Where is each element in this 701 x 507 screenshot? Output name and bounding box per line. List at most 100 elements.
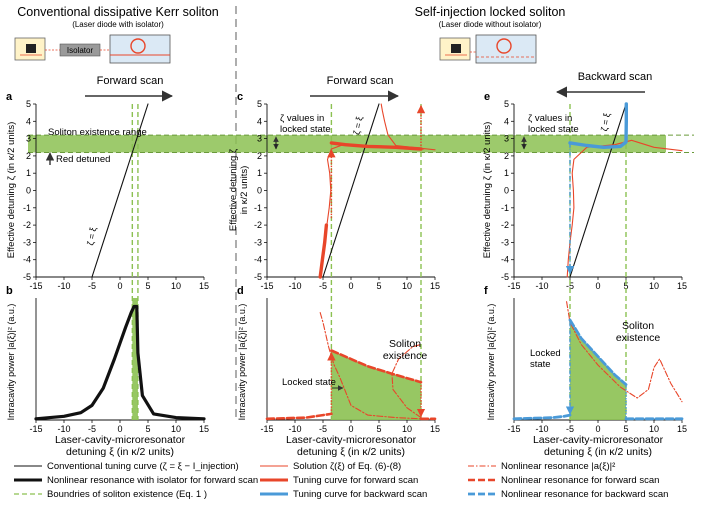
y-tick-label: 0	[26, 186, 31, 196]
y-tick-label: -3	[23, 237, 31, 247]
right-title: Self-injection locked soliton	[415, 5, 566, 19]
panel-letter-f: f	[484, 285, 488, 297]
y-tick-label: 5	[26, 99, 31, 109]
x-tick-label: -15	[29, 281, 42, 291]
ylabel-f: Intracavity power |a(ξ)|² (a.u.)	[486, 304, 496, 421]
x-tick-label: 15	[430, 424, 440, 434]
y-tick-label: -2	[23, 220, 31, 230]
x-tick-label: -15	[507, 424, 520, 434]
series-c-4	[329, 141, 423, 151]
red-detuned-label: Red detuned	[56, 154, 110, 165]
left-subtitle: (Laser diode with isolator)	[72, 20, 164, 29]
xlabel-d-1: Laser-cavity-microresonator	[286, 434, 417, 446]
zeta-locked-e-2: locked state	[528, 124, 579, 135]
x-tick-label: -10	[288, 281, 301, 291]
locked-state-f-1: Locked	[530, 348, 561, 359]
y-tick-label: -1	[23, 203, 31, 213]
right-subtitle: (Laser diode without isolator)	[439, 20, 542, 29]
series-d-2	[265, 412, 333, 421]
soliton-existence-fill	[331, 350, 421, 420]
panel-letter-e: e	[484, 91, 490, 103]
soliton-existence-f-1: Soliton	[622, 320, 654, 332]
scan-label-e: Backward scan	[578, 71, 653, 83]
y-tick-label: 3	[26, 134, 31, 144]
panel-f: -15 -10 -5 0 5 10 15 f	[484, 280, 687, 434]
x-tick-label: -5	[566, 424, 574, 434]
series-c-0	[322, 103, 380, 278]
x-tick-label: 15	[677, 281, 687, 291]
legend-label-1: Nonlinear resonance with isolator for fo…	[47, 475, 258, 486]
y-tick-label: 3	[504, 134, 509, 144]
xlabel-f-1: Laser-cavity-microresonator	[533, 434, 664, 446]
x-tick-label: -5	[88, 424, 96, 434]
series-a-0	[91, 103, 149, 278]
x-tick-label: -5	[319, 281, 327, 291]
x-tick-label: 10	[402, 281, 412, 291]
legend-label-0: Conventional tuning curve (ζ = ξ − I_inj…	[47, 461, 239, 472]
locked-state-d: Locked state	[282, 377, 336, 388]
x-tick-label: 10	[649, 281, 659, 291]
schematic-with-isolator: Isolator	[14, 34, 171, 64]
xlabel-b-2: detuning ξ (in κ/2 units)	[66, 446, 174, 458]
xlabel-f-2: detuning ξ (in κ/2 units)	[544, 446, 652, 458]
x-tick-label: 15	[677, 424, 687, 434]
x-tick-label: -15	[260, 424, 273, 434]
x-tick-label: -15	[507, 281, 520, 291]
legend-label-8: Nonlinear resonance for backward scan	[501, 489, 668, 500]
series-d-0	[319, 312, 422, 420]
y-tick-label: -4	[501, 255, 509, 265]
series-c-1	[319, 143, 425, 278]
legend: Conventional tuning curve (ζ = ξ − I_inj…	[14, 461, 668, 500]
y-tick-label: -3	[254, 237, 262, 247]
y-tick-label: -3	[501, 237, 509, 247]
ylabel-d: Intracavity power |a(ξ)|² (a.u.)	[237, 304, 247, 421]
y-tick-label: 4	[26, 116, 31, 126]
xlabel-d-2: detuning ξ (in κ/2 units)	[297, 446, 405, 458]
x-tick-label: 5	[376, 281, 381, 291]
series-d-1	[391, 343, 422, 419]
soliton-range-label: Soliton existence range	[48, 127, 147, 138]
series-f-1	[512, 413, 572, 421]
panel-letter-b: b	[6, 285, 13, 297]
y-tick-label: 0	[257, 186, 262, 196]
x-tick-label: -5	[319, 424, 327, 434]
panel-d: -15 -10 -5 0 5 10 15 d	[237, 280, 440, 434]
x-tick-label: 0	[595, 281, 600, 291]
x-tick-label: 5	[623, 424, 628, 434]
x-tick-label: -10	[535, 281, 548, 291]
locked-state-f-2: state	[530, 359, 551, 370]
soliton-existence-d-2: existence	[383, 350, 428, 362]
legend-label-7: Nonlinear resonance for forward scan	[501, 475, 659, 486]
y-tick-label: 1	[257, 168, 262, 178]
x-tick-label: 15	[199, 424, 209, 434]
legend-label-6: Nonlinear resonance |a(ξ)|²	[501, 461, 615, 472]
y-tick-label: 4	[504, 116, 509, 126]
schematic-without-isolator	[439, 34, 537, 64]
series-c-3	[318, 223, 329, 279]
panel-letter-c: c	[237, 91, 243, 103]
series-d-3	[330, 349, 423, 384]
ylabel-c-1: Effective detuning ζ	[228, 148, 239, 231]
y-tick-label: -1	[501, 203, 509, 213]
x-tick-label: 10	[171, 281, 181, 291]
x-tick-label: 5	[623, 281, 628, 291]
panel-letter-d: d	[237, 285, 244, 297]
x-tick-label: -10	[535, 424, 548, 434]
x-tick-label: -10	[57, 281, 70, 291]
y-tick-label: 1	[504, 168, 509, 178]
zeta-locked-c-1: ζ values in	[280, 113, 324, 124]
x-tick-label: 0	[348, 281, 353, 291]
y-tick-label: 2	[26, 151, 31, 161]
x-tick-label: 10	[171, 424, 181, 434]
x-tick-label: 5	[145, 424, 150, 434]
isolator-label: Isolator	[67, 46, 94, 55]
y-tick-label: -5	[23, 272, 31, 282]
ylabel-b: Intracavity power |a(ξ)|² (a.u.)	[6, 304, 16, 421]
zeta-locked-e-1: ζ values in	[528, 113, 572, 124]
soliton-band-b	[132, 298, 138, 420]
zeta-locked-c-2: locked state	[280, 124, 331, 135]
x-tick-label: 10	[402, 424, 412, 434]
x-tick-label: 0	[117, 281, 122, 291]
